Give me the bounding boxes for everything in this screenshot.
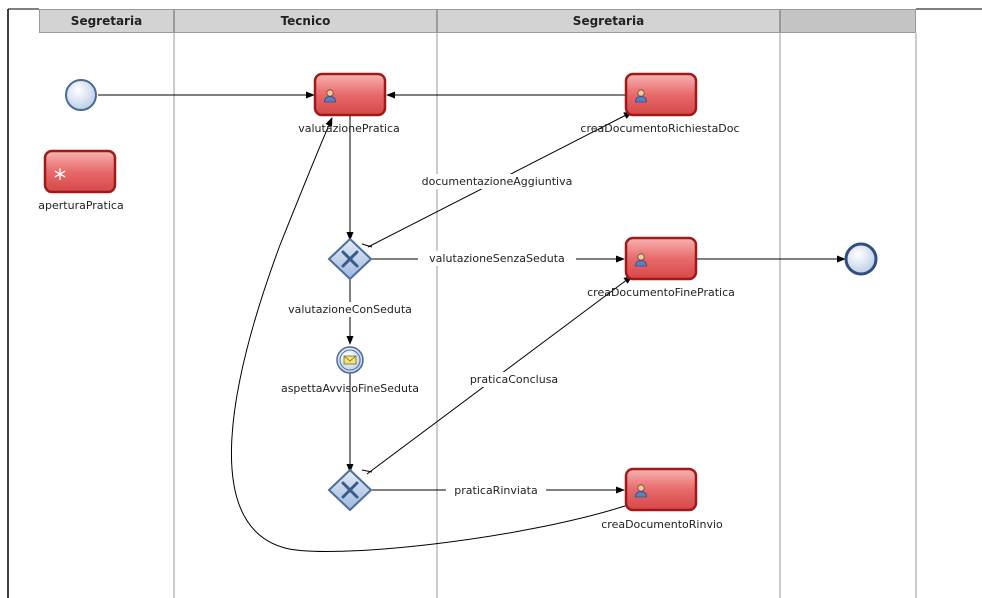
lane-header-empty (780, 9, 916, 33)
task-label-creaDocumentoFinePratica: creaDocumentoFinePratica (587, 286, 735, 299)
task-label-aperturaPratica: aperturaPratica (38, 199, 123, 212)
label-praticaConclusa: praticaConclusa (470, 373, 558, 386)
label-praticaRinviata: praticaRinviata (454, 484, 537, 497)
default-slash-1 (361, 243, 373, 248)
label-bg-valutazioneSenzaSeduta (418, 251, 576, 266)
start-event[interactable] (65, 79, 97, 111)
task-label-valutazionePratica: valutazionePratica (298, 122, 400, 135)
end-event[interactable] (844, 242, 878, 276)
x-icon (341, 250, 359, 268)
flow-rinvio-to-valutazione[interactable] (230, 117, 629, 552)
label-valutazioneSenzaSeduta: valutazioneSenzaSeduta (429, 252, 565, 265)
task-creaDocumentoRichiestaDoc[interactable] (624, 72, 698, 117)
default-slash-2 (361, 469, 373, 473)
intermediate-message-event[interactable] (336, 346, 364, 374)
task-label-creaDocumentoRinvio: creaDocumentoRinvio (601, 518, 723, 531)
envelope-icon (343, 355, 357, 365)
event-label-aspettaAvvisoFineSeduta: aspettaAvvisoFineSeduta (281, 382, 419, 395)
label-valutazioneConSeduta: valutazioneConSeduta (288, 303, 412, 316)
asterisk-icon (54, 168, 66, 180)
task-creaDocumentoRinvio[interactable] (624, 467, 698, 512)
gateway-exclusive-1[interactable] (327, 237, 373, 281)
label-documentazioneAggiuntiva: documentazioneAggiuntiva (422, 175, 573, 188)
task-aperturaPratica[interactable] (43, 149, 117, 194)
lane-header-tecnico: Tecnico (174, 9, 437, 33)
lane-header-segretaria-2: Segretaria (437, 9, 780, 33)
label-bg-valutazioneConSeduta (277, 302, 423, 317)
task-creaDocumentoFinePratica[interactable] (624, 236, 698, 281)
label-bg-documentazioneAggiuntiva (409, 174, 585, 189)
label-bg-praticaConclusa (472, 372, 556, 387)
task-valutazionePratica[interactable] (313, 72, 387, 117)
gateway-exclusive-2[interactable] (327, 468, 373, 512)
x-icon (341, 481, 359, 499)
lane-header-segretaria-1: Segretaria (39, 9, 174, 33)
label-bg-praticaRinviata (446, 483, 546, 498)
task-label-creaDocumentoRichiestaDoc: creaDocumentoRichiestaDoc (580, 122, 739, 135)
